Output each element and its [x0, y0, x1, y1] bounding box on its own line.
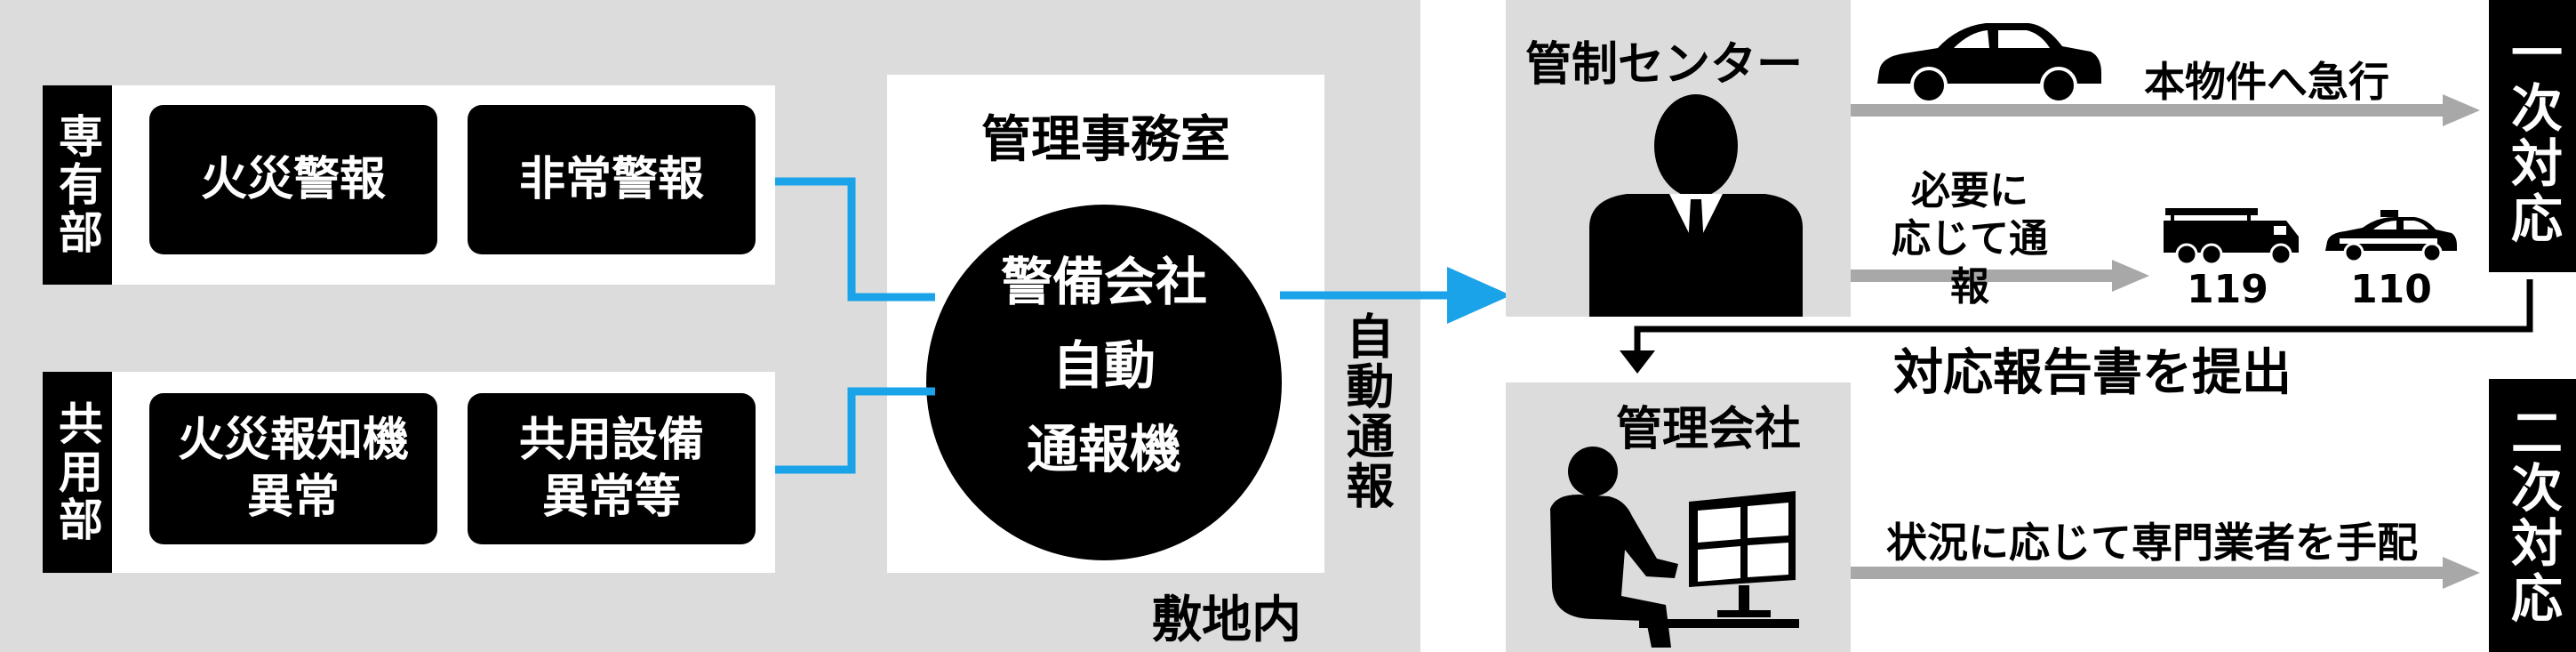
- report-arrowhead: [1620, 350, 1655, 374]
- secondary-response-label: 二次対応: [2489, 379, 2576, 652]
- control-center-title: 管制センター: [1525, 38, 1804, 92]
- call-arrowhead: [2112, 260, 2149, 292]
- auto-report-label: 自動通報: [1338, 311, 1394, 511]
- common-area-label: 共用部: [43, 372, 112, 573]
- management-company-title: 管理会社: [1616, 403, 1802, 456]
- rush-arrowhead: [2443, 94, 2480, 126]
- operator-at-monitor-icon: [1550, 447, 1799, 648]
- businessman-icon: [1589, 94, 1803, 317]
- primary-response-label: 一次対応: [2489, 0, 2576, 272]
- police-number: 110: [2350, 267, 2432, 312]
- management-office-title: 管理事務室: [981, 111, 1230, 169]
- device-line-3: 通報機: [1026, 419, 1181, 479]
- police-car-icon: [2325, 210, 2457, 262]
- fire-detector-fault-box: 火災報知機 異常: [149, 393, 437, 544]
- fire-truck-icon: [2164, 208, 2299, 265]
- device-line-1: 警備会社: [1000, 252, 1207, 312]
- common-equipment-fault-box: 共用設備 異常等: [468, 393, 756, 544]
- auto-alarm-device: [926, 205, 1282, 560]
- car-icon: [1877, 23, 2101, 104]
- arrange-label: 状況に応じて専門業者を手配: [1886, 519, 2418, 567]
- auto-report-arrowhead: [1447, 267, 1511, 324]
- emergency-alarm-box: 非常警報: [468, 105, 756, 254]
- report-label: 対応報告書を提出: [1893, 344, 2292, 402]
- fire-number: 119: [2187, 267, 2268, 312]
- call-label: 必要に 応じて通報: [1892, 168, 2048, 310]
- device-line-2: 自動: [1052, 335, 1156, 396]
- site-area-label: 敷地内: [1152, 592, 1301, 649]
- rush-label: 本物件へ急行: [2144, 58, 2389, 106]
- arrange-arrowhead: [2443, 557, 2480, 589]
- private-area-label: 専有部: [43, 85, 112, 285]
- fire-alarm-box: 火災警報: [149, 105, 437, 254]
